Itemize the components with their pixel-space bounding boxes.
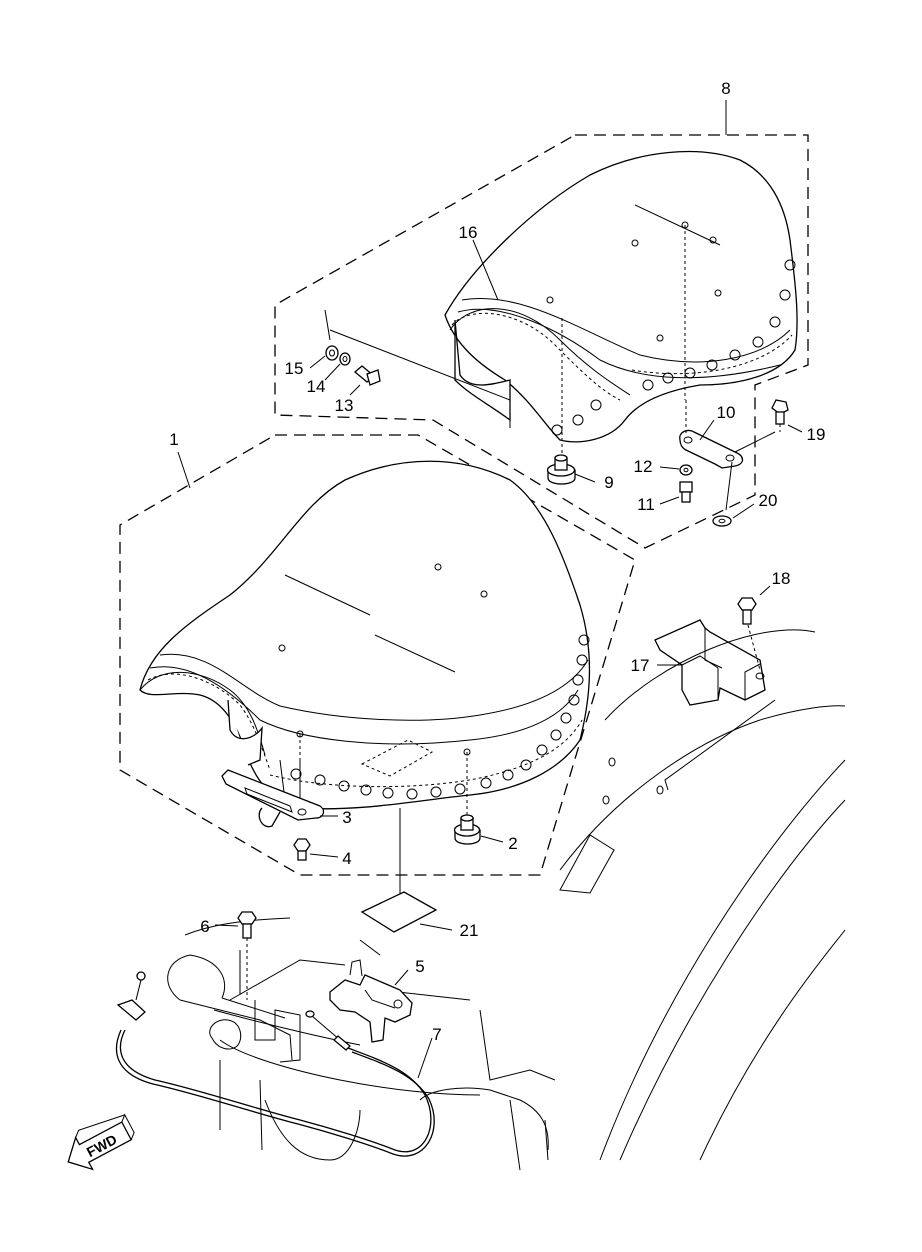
callout-17: 17 — [631, 656, 650, 675]
forward-arrow-icon — [67, 1113, 135, 1171]
callout-15: 15 — [285, 359, 304, 378]
callout-18: 18 — [772, 569, 791, 588]
callout-1: 1 — [169, 430, 178, 449]
seat-lock-5 — [329, 959, 413, 1043]
front-seat — [139, 460, 591, 822]
damper-2 — [453, 814, 481, 845]
callout-16: 16 — [459, 223, 478, 242]
callout-14: 14 — [307, 377, 326, 396]
front-seat-group-outline — [119, 434, 636, 876]
callout-2: 2 — [508, 834, 517, 853]
lower-frame — [167, 917, 556, 1171]
frame-background — [559, 629, 846, 1161]
bolt-4 — [293, 838, 311, 861]
callout-labels: 8 16 15 14 13 1 10 19 12 9 11 20 18 17 3… — [169, 79, 825, 1044]
screw-13 — [353, 365, 381, 386]
callout-12: 12 — [634, 457, 653, 476]
bolt-11 — [679, 481, 693, 503]
callout-11: 11 — [637, 495, 655, 514]
rear-seat-rivets — [551, 259, 796, 436]
bolt-18 — [737, 597, 757, 625]
callout-19: 19 — [807, 425, 826, 444]
callout-7: 7 — [432, 1025, 441, 1044]
label-21 — [360, 808, 438, 933]
bolt-19 — [771, 399, 789, 425]
bracket-17 — [654, 619, 766, 706]
bolt-6 — [237, 911, 257, 939]
rear-seat-group-outline — [274, 134, 809, 549]
callout-6: 6 — [200, 917, 209, 936]
leader-lines — [177, 100, 803, 1079]
callout-21: 21 — [460, 921, 479, 940]
grommet-20 — [712, 515, 732, 527]
callout-10: 10 — [717, 403, 736, 422]
bracket-3 — [221, 769, 325, 828]
callout-20: 20 — [759, 491, 778, 510]
rear-seat — [444, 150, 798, 455]
cable-7 — [115, 971, 435, 1157]
fwd-badge: FWD — [67, 1113, 135, 1171]
front-seat-rivets — [290, 634, 590, 800]
damper-9 — [546, 454, 576, 485]
washer-14 — [339, 352, 351, 366]
callout-4: 4 — [342, 849, 351, 868]
callout-9: 9 — [604, 473, 613, 492]
callout-5: 5 — [415, 957, 424, 976]
callout-8: 8 — [721, 79, 730, 98]
callout-3: 3 — [342, 808, 351, 827]
washer-15 — [325, 345, 339, 361]
callout-13: 13 — [335, 396, 354, 415]
washer-12 — [679, 464, 693, 476]
